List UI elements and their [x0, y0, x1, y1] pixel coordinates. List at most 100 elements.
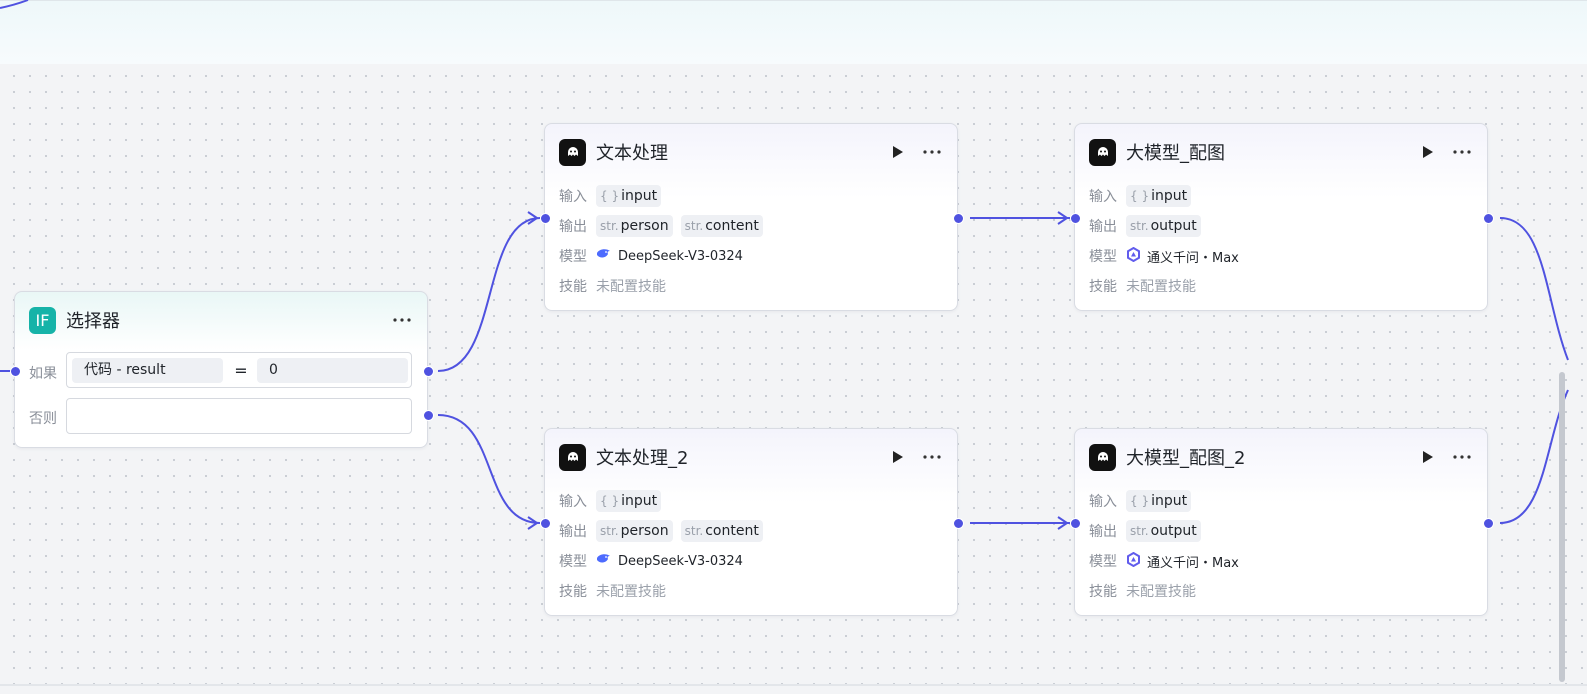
skills-label: 技能	[1089, 584, 1117, 600]
model-name: DeepSeek-V3-0324	[618, 248, 743, 264]
run-icon[interactable]	[889, 143, 907, 161]
input-variable-name: input	[621, 188, 658, 204]
model-row: 模型 通义千问・Max	[1089, 549, 1239, 573]
node-header: 文本处理_2	[559, 443, 943, 471]
input-label: 输入	[1089, 494, 1117, 510]
more-options-icon[interactable]	[921, 448, 943, 466]
skills-value: 未配置技能	[1126, 584, 1196, 600]
output-variable-name: output	[1150, 523, 1197, 539]
llm-bot-icon	[559, 443, 586, 471]
deepseek-whale-icon	[596, 247, 612, 265]
more-options-icon[interactable]	[921, 143, 943, 161]
model-label: 模型	[559, 554, 587, 570]
output-variable-chip: str. person	[596, 215, 673, 237]
input-row: 输入 { } input	[559, 489, 669, 513]
object-type-icon: { }	[600, 189, 620, 203]
input-variable-name: input	[1151, 188, 1188, 204]
skills-value: 未配置技能	[1126, 279, 1196, 295]
node-title: 大模型_配图	[1126, 143, 1225, 164]
output-row: 输出 str. person str. content	[559, 519, 771, 543]
skills-row: 技能 未配置技能	[559, 579, 666, 603]
image1-input-port[interactable]	[1070, 213, 1081, 224]
image2-output-port[interactable]	[1483, 518, 1494, 529]
condition-variable[interactable]: 代码 - result	[72, 358, 223, 383]
text1-input-port[interactable]	[540, 213, 551, 224]
text-processing-node-2[interactable]: 文本处理_2 输入 { } input 输出 str. person str. …	[544, 428, 958, 616]
qwen-icon	[1126, 246, 1141, 266]
string-type-icon: str.	[600, 524, 619, 538]
node-header: 文本处理	[559, 138, 943, 166]
canvas-header-band	[0, 0, 1587, 64]
selector-input-port[interactable]	[10, 366, 21, 377]
llm-image-node[interactable]: 大模型_配图 输入 { } input 输出 str. output 模型 通义…	[1074, 123, 1488, 311]
qwen-icon	[1126, 551, 1141, 571]
model-name: 通义千问・Max	[1147, 555, 1239, 571]
skills-value: 未配置技能	[596, 584, 666, 600]
if-condition-box[interactable]: 代码 - result = 0	[66, 352, 412, 388]
output-label: 输出	[559, 524, 587, 540]
selector-header: IF 选择器	[29, 306, 413, 334]
input-variable-name: input	[621, 493, 658, 509]
text-processing-node[interactable]: 文本处理 输入 { } input 输出 str. person str. co…	[544, 123, 958, 311]
output-label: 输出	[1089, 219, 1117, 235]
string-type-icon: str.	[600, 219, 619, 233]
if-icon-text: IF	[35, 310, 50, 330]
model-label: 模型	[1089, 249, 1117, 265]
object-type-icon: { }	[1130, 494, 1150, 508]
selector-if-output-port[interactable]	[423, 366, 434, 377]
text1-output-port[interactable]	[953, 213, 964, 224]
input-row: 输入 { } input	[1089, 489, 1199, 513]
skills-label: 技能	[559, 279, 587, 295]
condition-operator[interactable]: =	[234, 361, 248, 380]
model-label: 模型	[1089, 554, 1117, 570]
more-options-icon[interactable]	[1451, 448, 1473, 466]
input-label: 输入	[559, 189, 587, 205]
skills-label: 技能	[1089, 279, 1117, 295]
canvas-scrollbar[interactable]	[1559, 372, 1565, 682]
more-options-icon[interactable]	[391, 311, 413, 329]
run-icon[interactable]	[889, 448, 907, 466]
more-options-icon[interactable]	[1451, 143, 1473, 161]
model-row: 模型 通义千问・Max	[1089, 244, 1239, 268]
node-header: 大模型_配图	[1089, 138, 1473, 166]
llm-bot-icon	[559, 138, 586, 166]
selector-title: 选择器	[66, 311, 120, 332]
else-label: 否则	[29, 411, 57, 427]
input-label: 输入	[559, 494, 587, 510]
text2-output-port[interactable]	[953, 518, 964, 529]
output-variable-chip: str. content	[680, 215, 763, 237]
string-type-icon: str.	[1130, 219, 1149, 233]
selector-node[interactable]: IF 选择器 如果 代码 - result = 0 否则	[14, 291, 428, 448]
input-variable-name: input	[1151, 493, 1188, 509]
run-icon[interactable]	[1419, 143, 1437, 161]
if-icon: IF	[29, 306, 56, 334]
input-row: 输入 { } input	[559, 184, 669, 208]
skills-value: 未配置技能	[596, 279, 666, 295]
model-row: 模型 DeepSeek-V3-0324	[559, 244, 743, 268]
output-variable-name: content	[705, 523, 759, 539]
llm-image-node-2[interactable]: 大模型_配图_2 输入 { } input 输出 str. output 模型 …	[1074, 428, 1488, 616]
if-label: 如果	[29, 366, 57, 382]
output-variable-chip: str. content	[680, 520, 763, 542]
input-variable-chip: { } input	[596, 490, 662, 512]
selector-else-output-port[interactable]	[423, 410, 434, 421]
run-icon[interactable]	[1419, 448, 1437, 466]
string-type-icon: str.	[1130, 524, 1149, 538]
node-header: 大模型_配图_2	[1089, 443, 1473, 471]
image1-output-port[interactable]	[1483, 213, 1494, 224]
else-condition-box[interactable]	[66, 398, 412, 434]
image2-input-port[interactable]	[1070, 518, 1081, 529]
skills-label: 技能	[559, 584, 587, 600]
input-variable-chip: { } input	[1126, 490, 1192, 512]
string-type-icon: str.	[684, 219, 704, 233]
node-title: 文本处理	[596, 143, 668, 164]
llm-bot-icon	[1089, 443, 1116, 471]
object-type-icon: { }	[600, 494, 620, 508]
llm-bot-icon	[1089, 138, 1116, 166]
node-title: 文本处理_2	[596, 448, 689, 469]
model-label: 模型	[559, 249, 587, 265]
object-type-icon: { }	[1130, 189, 1150, 203]
text2-input-port[interactable]	[540, 518, 551, 529]
condition-value[interactable]: 0	[257, 358, 408, 383]
skills-row: 技能 未配置技能	[559, 274, 666, 298]
